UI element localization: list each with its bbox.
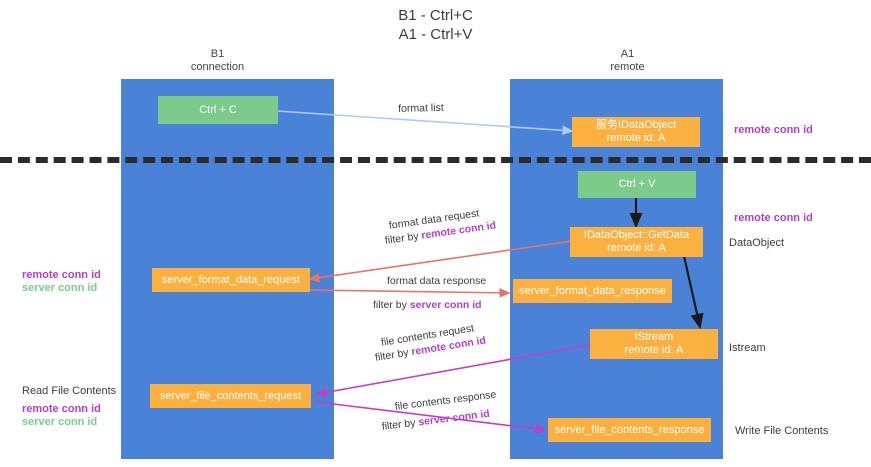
box-server-file-contents-response[interactable]: server_file_contents_response: [548, 418, 711, 442]
box-istream-line2: remote id: A: [624, 344, 684, 356]
box-server-format-data-response[interactable]: server_format_data_response: [513, 279, 672, 303]
box-ctrl-c-label: Ctrl + C: [199, 103, 237, 116]
edge-label-format-data-response: format data response: [387, 275, 487, 287]
annotation-left-server-conn-id-bottom: server conn id: [22, 416, 98, 428]
annotation-remote-conn-id-top: remote conn id: [734, 124, 813, 136]
box-istream-line1: IStream: [634, 331, 674, 343]
diagram-title: B1 - Ctrl+C A1 - Ctrl+V: [398, 7, 473, 43]
annotation-left-server-conn-id-mid: server conn id: [22, 282, 98, 294]
box-istream[interactable]: IStream remote id: A: [590, 329, 718, 359]
edge-label-format-list: format list: [398, 101, 444, 115]
annotation-left-remote-conn-id-bottom: remote conn id: [22, 403, 101, 415]
annotation-read-file-contents: Read File Contents: [22, 385, 117, 397]
box-idataobject-line2: remote id: A: [606, 132, 666, 144]
box-getdata-line1: IDataObject::GetData: [583, 229, 690, 241]
box-server-format-data-request[interactable]: server_format_data_request: [152, 268, 310, 292]
box-idataobject[interactable]: 服务IDataObject remote id: A: [572, 117, 700, 147]
annotation-remote-conn-id-mid: remote conn id: [734, 212, 813, 224]
box-idataobject-line1: 服务IDataObject: [595, 119, 677, 131]
box-ctrl-c[interactable]: Ctrl + C: [158, 96, 278, 124]
box-server-file-contents-request-label: server_file_contents_request: [159, 389, 302, 402]
wire-format-data-response: [309, 288, 511, 298]
edge-label-format-data-response-filter: filter by server conn id: [373, 298, 482, 312]
box-getdata-line2: remote id: A: [607, 242, 666, 254]
box-ctrl-v[interactable]: Ctrl + V: [578, 171, 696, 198]
filter-prefix: filter by: [381, 416, 420, 433]
box-idataobject-getdata[interactable]: IDataObject::GetData remote id: A: [570, 227, 703, 257]
filter-key-server-conn-id: server conn id: [409, 299, 482, 311]
phase-divider: [0, 157, 871, 163]
box-ctrl-v-label: Ctrl + V: [618, 178, 656, 190]
filter-prefix: filter by: [384, 229, 423, 247]
annotation-left-remote-conn-id-mid: remote conn id: [22, 269, 101, 281]
box-server-format-data-response-label: server_format_data_response: [519, 284, 666, 297]
box-server-file-contents-request[interactable]: server_file_contents_request: [150, 384, 311, 408]
annotation-dataobject: DataObject: [729, 237, 785, 249]
annotation-write-file-contents: Write File Contents: [735, 425, 829, 437]
lane-header-a1: A1 remote: [610, 48, 645, 73]
annotation-istream: Istream: [729, 342, 766, 354]
box-server-file-contents-response-label: server_file_contents_response: [554, 423, 705, 436]
filter-prefix: filter by: [374, 346, 413, 364]
filter-key-server-conn-id: server conn id: [417, 407, 491, 429]
filter-prefix: filter by: [373, 299, 410, 311]
box-server-format-data-request-label: server_format_data_request: [161, 273, 301, 286]
lane-header-b1: B1 connection: [190, 48, 245, 73]
